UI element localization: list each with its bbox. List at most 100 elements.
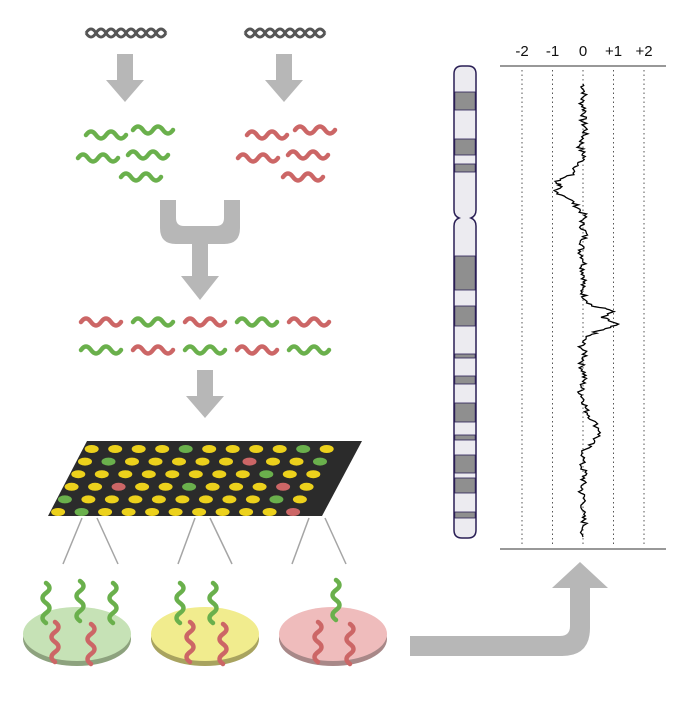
chip-spot (155, 445, 170, 453)
chip-spot (57, 495, 72, 504)
tick-labels: -2 -1 0 +1 +2 (515, 43, 652, 60)
chip-spot (252, 482, 267, 491)
chromosome-ideogram (453, 65, 477, 539)
chip-spot (313, 457, 327, 466)
x-tick-label: -2 (515, 43, 528, 60)
chip-spot (225, 445, 240, 453)
chromosome-band (454, 434, 476, 441)
x-tick-label: 0 (579, 43, 587, 60)
red-fragments (238, 127, 335, 181)
chip-spot (74, 508, 89, 516)
merge-arrow-icon (160, 200, 240, 300)
down-arrow-icon (106, 54, 144, 102)
chip-spot (172, 457, 186, 466)
chip-spot (276, 482, 291, 491)
chromosome-band (454, 375, 476, 385)
chromosome-bands (454, 91, 476, 519)
zoom-lines (62, 517, 347, 565)
chip-spot (108, 445, 123, 453)
chip-spot (98, 508, 113, 516)
chromosome-band (454, 402, 476, 423)
grid-lines (521, 70, 645, 545)
chip-spot (84, 445, 99, 453)
chip-spot (202, 445, 217, 453)
elbow-arrow-icon (410, 562, 608, 656)
chip-spot (195, 457, 210, 466)
chip-spot (118, 470, 133, 479)
chip-spot (266, 457, 280, 466)
chip-spot (125, 457, 139, 466)
spot-dish-yellow (151, 583, 259, 666)
chip-spot (292, 495, 307, 504)
chip-spot (94, 470, 109, 479)
dna-helix-icon-reference (243, 27, 327, 39)
spot-dish-green (23, 581, 131, 666)
chip-spot (182, 482, 197, 491)
chip-spot (188, 470, 203, 479)
chip-spot (64, 482, 79, 491)
chip-spot (158, 482, 173, 491)
chip-spot (269, 495, 284, 504)
chip-spot (242, 457, 257, 466)
x-tick-label: +2 (635, 43, 652, 60)
chip-spot (178, 445, 193, 453)
chip-spot (215, 508, 230, 516)
chromosome-band (454, 353, 476, 359)
green-fragments (78, 127, 173, 181)
chip-spot (71, 470, 86, 479)
chip-spot (198, 495, 213, 504)
chip-spot (235, 470, 250, 479)
chromosome-band (454, 477, 476, 494)
chip-spot (259, 470, 274, 479)
series-line (552, 83, 621, 538)
chip-spot (289, 457, 304, 466)
chip-spot (88, 482, 103, 491)
chip-spot (245, 495, 260, 504)
chip-spot (111, 482, 126, 491)
chromosome-band (454, 255, 476, 291)
chip-spot (319, 445, 334, 453)
chromosome-band (454, 511, 476, 519)
chip-spot (145, 508, 160, 516)
chip-spot (299, 482, 314, 491)
chip-spot (272, 445, 287, 453)
chip-spot (205, 482, 220, 491)
chip-spot (222, 495, 237, 504)
chip-spot (192, 508, 207, 516)
chip-spot (51, 508, 66, 516)
chromosome-band (454, 454, 476, 474)
chip-spot (249, 445, 264, 453)
chip-spot (175, 495, 190, 504)
chip-spot (135, 482, 150, 491)
chromosome-band (454, 91, 476, 111)
chip-spot (262, 508, 277, 516)
chip-spot (104, 495, 119, 504)
chip-spot (219, 457, 233, 466)
chip-spots (51, 445, 334, 516)
chip-spot (229, 482, 244, 491)
chip-spot (121, 508, 136, 516)
chip-spot (101, 457, 116, 466)
chromosome-band (454, 138, 476, 156)
log-ratio-chart: -2 -1 0 +1 +2 (500, 43, 666, 550)
dna-helix-icon-test (84, 27, 168, 39)
chip-spot (151, 495, 166, 504)
chip-spot (141, 470, 156, 479)
chip-spot (212, 470, 227, 479)
microarray-chip (48, 441, 362, 516)
chip-spot (168, 508, 183, 516)
chip-spot (286, 508, 301, 516)
chip-spot (128, 495, 143, 504)
chip-spot (165, 470, 180, 479)
chip-spot (131, 445, 146, 453)
chip-spot (81, 495, 96, 504)
spot-dish-red (279, 580, 387, 666)
down-arrow-icon (186, 370, 224, 418)
x-tick-label: +1 (605, 43, 622, 60)
chip-spot (282, 470, 297, 479)
chip-spot (78, 457, 92, 466)
chip-spot (239, 508, 254, 516)
x-tick-label: -1 (546, 43, 559, 60)
